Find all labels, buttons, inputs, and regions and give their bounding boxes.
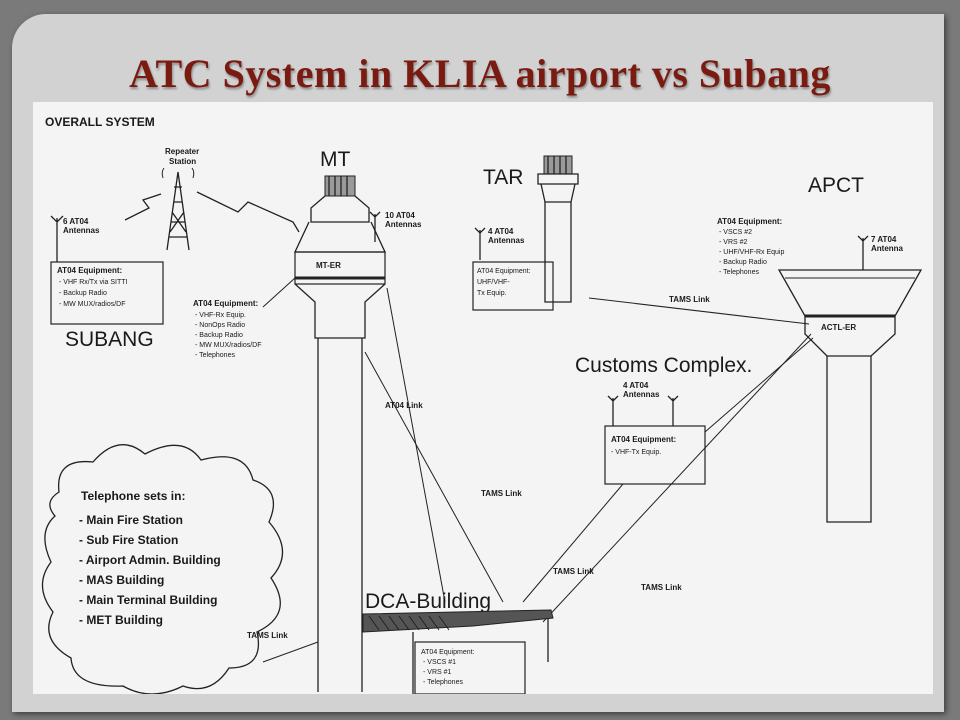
mt-antenna-line2: Antennas — [385, 220, 422, 229]
dca-equip-title: AT04 Equipment: — [421, 649, 475, 656]
subang-antenna-icon — [50, 215, 64, 262]
tar-equip-line: AT04 Equipment: — [477, 268, 531, 275]
mt-equip-item: - VHF-Rx Equip. — [195, 312, 246, 319]
customs-antenna-icon-a — [607, 395, 619, 426]
tams-link-label-customs: TAMS Link — [553, 567, 594, 576]
tams-link-label-phones: TAMS Link — [247, 631, 288, 640]
tams-link-label-apct: TAMS Link — [641, 583, 682, 592]
tams-link-line-customs-dca — [522, 483, 624, 603]
mt-antenna-icon — [369, 211, 381, 242]
subang-antenna-line2: Antennas — [63, 226, 100, 235]
link-line-customs-apct — [704, 337, 814, 433]
subang-antenna-line1: 6 AT04 — [63, 217, 89, 226]
dca-label: DCA-Building — [365, 590, 491, 613]
dca-equip-item: - VSCS #1 — [423, 659, 456, 666]
tar-label: TAR — [483, 166, 523, 189]
diagram-frame: OVERALL SYSTEM Repeater Station 6 AT04 A… — [33, 102, 933, 694]
apct-equip-item: - VRS #2 — [719, 239, 748, 246]
tams-link-label-tar: TAMS Link — [669, 295, 710, 304]
tams-link-line-phones — [262, 641, 319, 663]
customs-antenna-line1: 4 AT04 — [623, 381, 649, 390]
diagram-header: OVERALL SYSTEM — [45, 115, 155, 129]
subang-equip-title: AT04 Equipment: — [57, 266, 122, 275]
mt-equip-pointer — [262, 277, 296, 308]
customs-antenna-line2: Antennas — [623, 390, 660, 399]
customs-equip-item: - VHF-Tx Equip. — [611, 449, 661, 456]
customs-equip-title: AT04 Equipment: — [611, 435, 676, 444]
subang-equipment-box — [50, 261, 164, 325]
apct-equip-item: - VSCS #2 — [719, 229, 752, 236]
subang-label: SUBANG — [65, 328, 154, 351]
mt-equip-item: - MW MUX/radios/DF — [195, 342, 262, 349]
subang-equip-item: - MW MUX/radios/DF — [59, 301, 126, 308]
repeater-label-line2: Station — [169, 157, 196, 166]
telephone-cloud — [41, 444, 284, 694]
mt-tower — [293, 175, 387, 692]
phones-item: - Airport Admin. Building — [79, 553, 221, 567]
dca-building — [362, 609, 554, 694]
mt-antenna-line1: 10 AT04 — [385, 211, 415, 220]
phones-title: Telephone sets in: — [81, 489, 185, 503]
tar-antenna-icon — [474, 227, 486, 260]
radio-link-mt — [196, 191, 300, 233]
customs-label: Customs Complex. — [575, 354, 752, 377]
apct-antenna-line1: 7 AT04 — [871, 235, 897, 244]
tar-antenna-line2: Antennas — [488, 236, 525, 245]
repeater-label-line1: Repeater — [165, 147, 199, 156]
mt-equip-item: - Backup Radio — [195, 332, 243, 339]
mt-equip-item: - Telephones — [195, 352, 235, 359]
apct-equip-item: - Backup Radio — [719, 259, 767, 266]
apct-equip-item: - Telephones — [719, 269, 759, 276]
apct-equip-item: - UHF/VHF-Rx Equip — [719, 249, 784, 256]
apct-antenna-icon — [857, 235, 869, 270]
customs-antenna-icon-b — [667, 395, 679, 426]
mt-label: MT — [320, 148, 350, 171]
repeater-tower — [161, 167, 195, 251]
apct-equip-title: AT04 Equipment: — [717, 217, 782, 226]
tams-link-line-tar-apct — [588, 297, 810, 325]
dca-equip-item: - VRS #1 — [423, 669, 452, 676]
phones-item: - Main Fire Station — [79, 513, 183, 527]
phones-item: - MET Building — [79, 613, 163, 627]
mt-equip-title: AT04 Equipment: — [193, 299, 258, 308]
apct-antenna-line2: Antenna — [871, 244, 904, 253]
apct-label: APCT — [808, 174, 864, 197]
phones-item: - Sub Fire Station — [79, 533, 178, 547]
tar-equip-line: Tx Equip. — [477, 290, 507, 297]
tar-equipment-box — [472, 261, 554, 311]
radio-link-subang — [124, 193, 162, 221]
tar-equip-line: UHF/VHF- — [477, 279, 510, 286]
apct-tower — [777, 269, 923, 523]
apct-room-label: ACTL-ER — [821, 323, 856, 332]
phones-item: - MAS Building — [79, 573, 164, 587]
tams-link-line-apct-dca — [542, 333, 812, 623]
slide-title: ATC System in KLIA airport vs Subang — [129, 51, 831, 96]
subang-equip-item: - Backup Radio — [59, 290, 107, 297]
mt-room-label: MT-ER — [316, 261, 341, 270]
atc-diagram: OVERALL SYSTEM Repeater Station 6 AT04 A… — [41, 115, 923, 694]
mt-equip-item: - NonOps Radio — [195, 322, 245, 329]
tams-link-label-mt: TAMS Link — [481, 489, 522, 498]
customs-equipment-box — [604, 425, 706, 485]
phones-item: - Main Terminal Building — [79, 593, 217, 607]
at04-link-label: AT04 Link — [385, 401, 423, 410]
tar-antenna-line1: 4 AT04 — [488, 227, 514, 236]
subang-equip-item: - VHF Rx/Tx via SITTI — [59, 279, 128, 286]
dca-equipment-box — [414, 641, 526, 694]
tams-link-line-mt-dca — [364, 351, 504, 603]
tar-tower — [537, 155, 579, 303]
dca-equip-item: - Telephones — [423, 679, 463, 686]
